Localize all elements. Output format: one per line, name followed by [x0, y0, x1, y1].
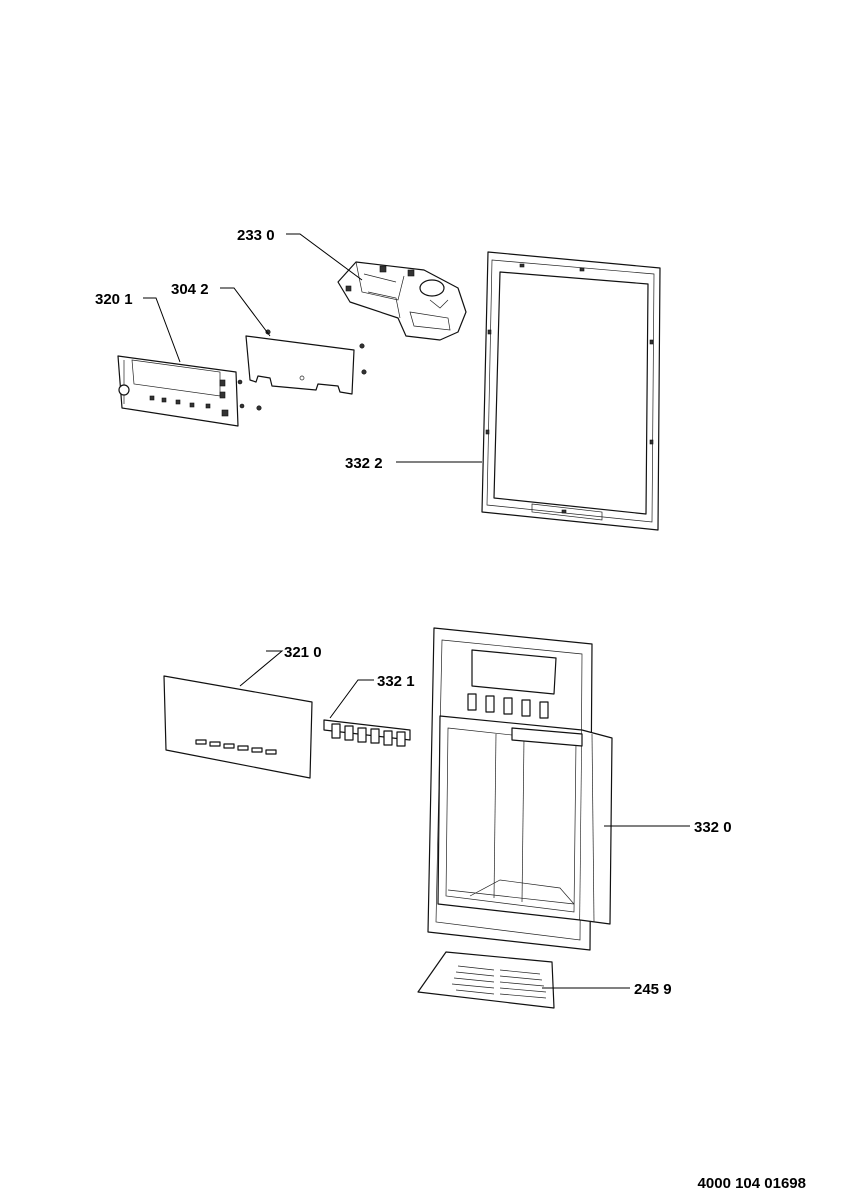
callout-321-0: 321 0: [284, 644, 322, 661]
part-332-0-dispenser-housing: [427, 627, 613, 951]
leader-lines: [143, 233, 690, 989]
callout-332-1: 332 1: [377, 673, 415, 690]
part-332-1-button-strip: [323, 719, 411, 747]
part-332-2-frame: [481, 251, 661, 531]
callout-332-0: 332 0: [694, 819, 732, 836]
document-number: 4000 104 01698: [698, 1175, 806, 1192]
part-320-1-control-board: [117, 355, 245, 427]
callout-245-9: 245 9: [634, 981, 672, 998]
callout-233-0: 233 0: [237, 227, 275, 244]
part-304-2-cover-plate: [245, 329, 367, 411]
part-245-9-drip-grille: [417, 951, 555, 1009]
callout-304-2: 304 2: [171, 281, 209, 298]
callout-320-1: 320 1: [95, 291, 133, 308]
part-321-0-front-panel: [163, 675, 313, 779]
callout-332-2: 332 2: [345, 455, 383, 472]
part-233-0-motor-assembly: [337, 261, 467, 341]
